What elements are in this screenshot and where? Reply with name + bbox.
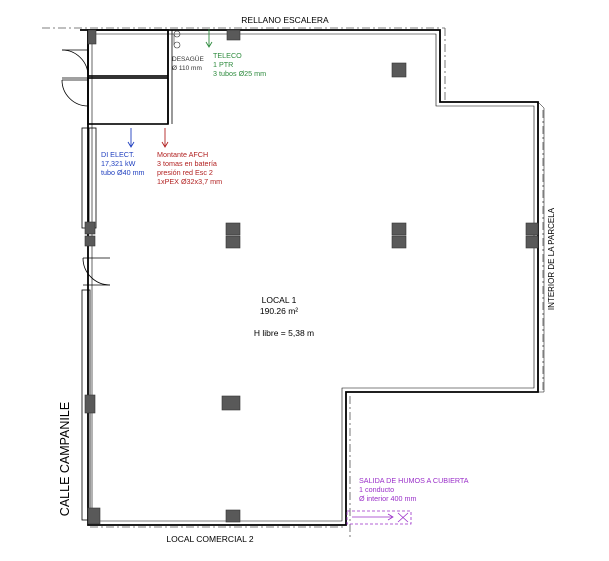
teleco-arrow-icon bbox=[205, 29, 213, 48]
desague-spec: Ø 110 mm bbox=[172, 65, 202, 72]
left-doors bbox=[61, 49, 111, 286]
local-name: LOCAL 1 bbox=[262, 295, 297, 305]
teleco-title: TELECO bbox=[213, 51, 242, 60]
facade-window bbox=[81, 127, 97, 521]
column bbox=[225, 235, 241, 249]
electric-arrow-icon bbox=[127, 128, 135, 148]
label-calle-campanile: CALLE CAMPANILE bbox=[58, 402, 72, 516]
drain-symbol-icon bbox=[173, 30, 181, 49]
montante-line1: 3 tomas en batería bbox=[157, 159, 217, 168]
di-elect-line1: 17,321 kW bbox=[101, 159, 136, 168]
column bbox=[87, 507, 101, 525]
column bbox=[225, 509, 241, 523]
reference-lines bbox=[42, 27, 544, 540]
exterior-wall bbox=[80, 29, 539, 526]
service-rooms bbox=[87, 29, 173, 125]
structural-columns bbox=[84, 29, 539, 525]
desague-title: DESAGÜE bbox=[172, 55, 204, 63]
montante-title: Montante AFCH bbox=[157, 150, 208, 159]
label-local-comercial-2: LOCAL COMERCIAL 2 bbox=[166, 534, 254, 544]
column bbox=[226, 29, 241, 41]
column bbox=[84, 394, 96, 414]
local-area: 190.26 m² bbox=[260, 306, 298, 316]
column bbox=[525, 222, 539, 236]
di-elect-line2: tubo Ø40 mm bbox=[101, 168, 145, 177]
water-arrow-icon bbox=[161, 128, 169, 148]
di-elect-title: DI ELECT. bbox=[101, 150, 135, 159]
column bbox=[84, 235, 96, 247]
column bbox=[391, 235, 407, 249]
humos-line2: Ø interior 400 mm bbox=[359, 494, 417, 503]
column bbox=[391, 222, 407, 236]
column bbox=[391, 62, 407, 78]
column bbox=[525, 235, 539, 249]
smoke-duct-icon bbox=[346, 510, 412, 525]
humos-line1: 1 conducto bbox=[359, 485, 394, 494]
column bbox=[87, 29, 97, 45]
label-rellano-escalera: RELLANO ESCALERA bbox=[241, 15, 329, 25]
humos-title: SALIDA DE HUMOS A CUBIERTA bbox=[359, 476, 469, 485]
montante-line2: presión red Esc 2 bbox=[157, 168, 213, 177]
inner-wall-line bbox=[91, 33, 535, 522]
column bbox=[225, 222, 241, 236]
label-interior-parcela: INTERIOR DE LA PARCELA bbox=[547, 207, 556, 310]
local-height: H libre = 5,38 m bbox=[254, 328, 314, 338]
teleco-line2: 3 tubos Ø25 mm bbox=[213, 69, 266, 78]
column bbox=[221, 395, 241, 411]
teleco-line1: 1 PTR bbox=[213, 60, 233, 69]
column bbox=[84, 221, 96, 235]
right-wall-hatch bbox=[537, 101, 545, 393]
montante-line3: 1xPEX Ø32x3,7 mm bbox=[157, 177, 222, 186]
